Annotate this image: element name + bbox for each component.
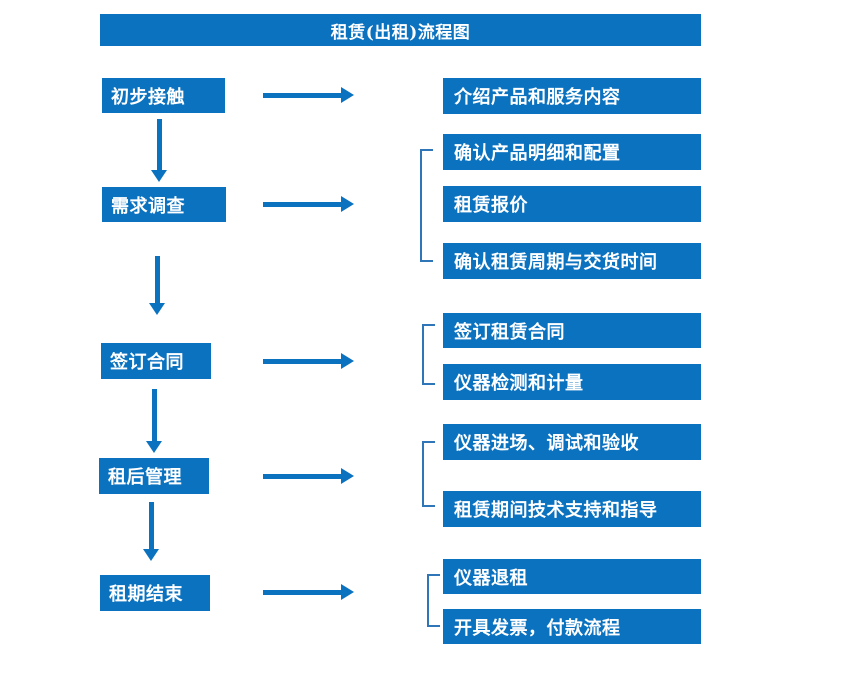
stage-sign-contract: 签订合同 [101, 343, 211, 379]
arrow-down-icon [149, 256, 165, 315]
detail-invoice-payment: 开具发票，付款流程 [443, 609, 701, 644]
arrow-down-icon [143, 502, 159, 561]
stage-initial-contact: 初步接触 [102, 78, 225, 113]
detail-instrument-inspection: 仪器检测和计量 [443, 364, 701, 400]
detail-confirm-product-config: 确认产品明细和配置 [443, 134, 701, 170]
arrow-down-icon [151, 119, 167, 182]
detail-instrument-setup-acceptance: 仪器进场、调试和验收 [443, 424, 701, 460]
arrow-right-icon [263, 196, 354, 212]
arrow-right-icon [263, 468, 354, 484]
arrow-right-icon [263, 584, 354, 600]
detail-instrument-return: 仪器退租 [443, 559, 701, 594]
stage-demand-survey: 需求调查 [102, 187, 226, 222]
arrow-right-icon [263, 87, 354, 103]
bracket-connector [427, 574, 440, 627]
stage-post-rental-management: 租后管理 [99, 458, 209, 494]
stage-rental-end: 租期结束 [100, 575, 210, 611]
bracket-connector [422, 324, 435, 385]
detail-rental-quotation: 租赁报价 [443, 186, 701, 222]
flowchart-title: 租赁(出租)流程图 [100, 14, 701, 46]
bracket-connector [420, 149, 433, 262]
detail-confirm-period-delivery: 确认租赁周期与交货时间 [443, 243, 701, 279]
bracket-connector [422, 441, 435, 507]
detail-sign-rental-contract: 签订租赁合同 [443, 313, 701, 348]
arrow-down-icon [146, 389, 162, 453]
arrow-right-icon [263, 353, 354, 369]
detail-technical-support: 租赁期间技术支持和指导 [443, 491, 701, 527]
detail-introduce-products-services: 介绍产品和服务内容 [443, 78, 701, 114]
